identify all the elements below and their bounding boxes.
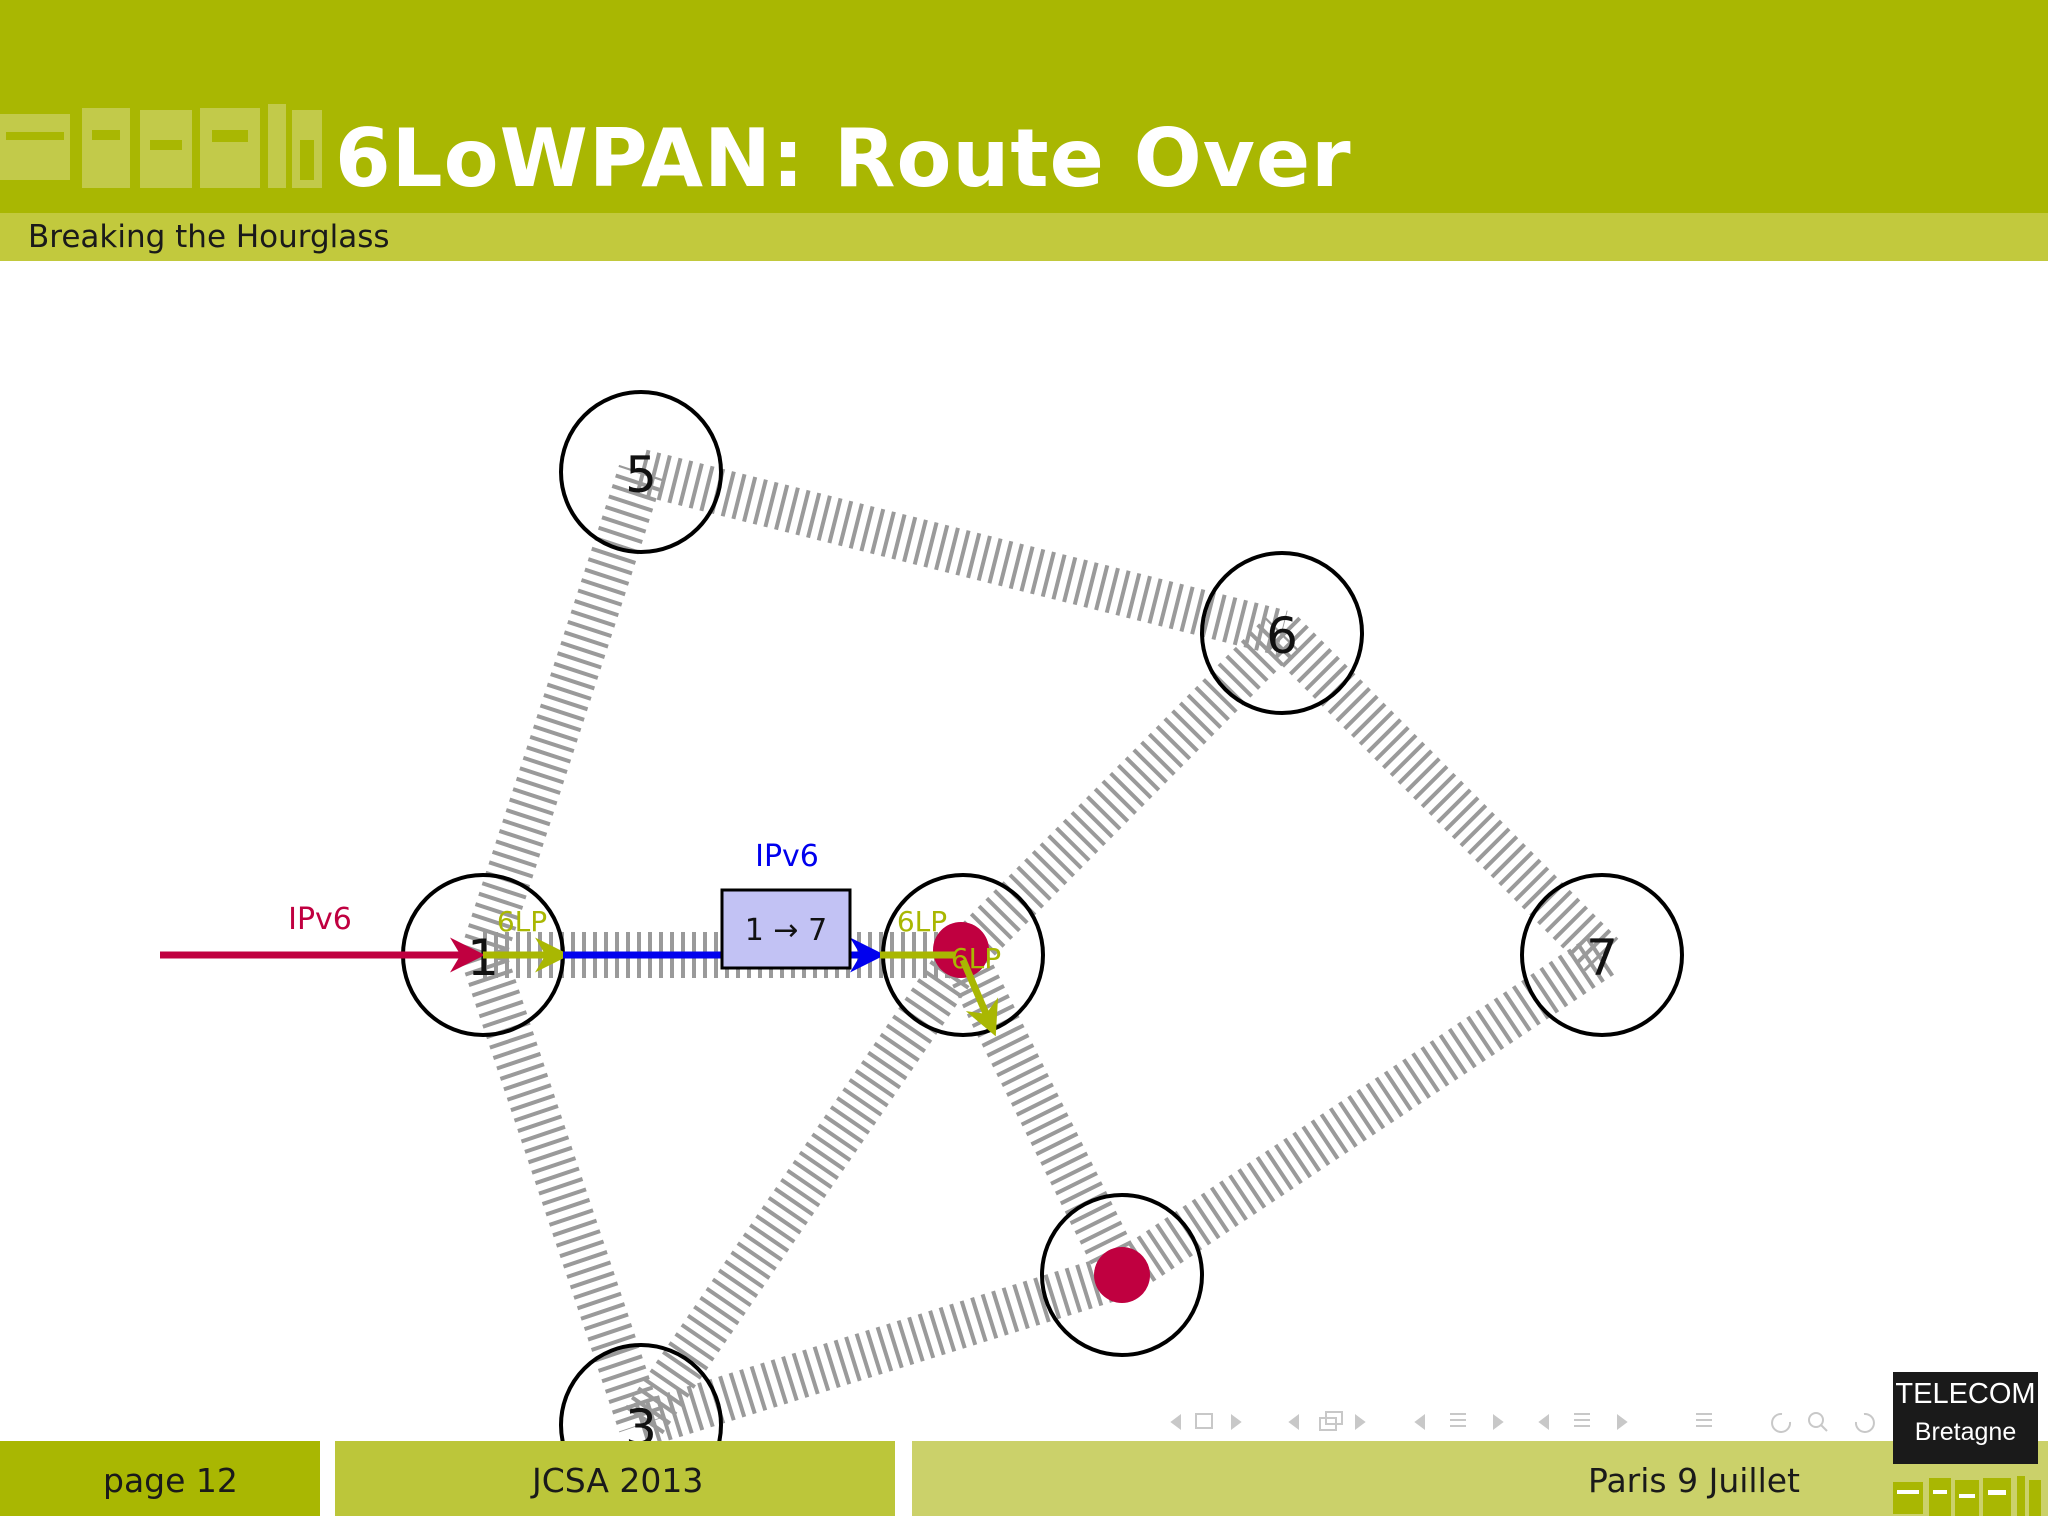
link-2-3 <box>622 942 982 1438</box>
institution-logo-watermark <box>0 104 322 188</box>
lp-arrow-node-2-out <box>959 958 999 1037</box>
node-label-5: 5 <box>625 446 657 504</box>
lp-label-node-1: 6LP <box>497 905 547 938</box>
telecom-bretagne-logo: TELECOM Bretagne <box>1893 1372 2038 1464</box>
node-7: 7 <box>1520 873 1684 1037</box>
nav-document-icon[interactable] <box>1538 1413 1628 1430</box>
location-date: Paris 9 Juillet <box>1588 1461 1800 1500</box>
network-diagram: 5 6 7 3 1 IPv6 6LP IPv6 1 → 7 6LP 6LP <box>160 390 1684 1441</box>
link-2-4 <box>942 944 1143 1286</box>
institution-logo-small <box>1893 1476 2041 1516</box>
nav-section-icon[interactable] <box>1414 1413 1504 1430</box>
link-6-7 <box>1265 616 1619 972</box>
logo-sub: Bretagne <box>1914 1418 2017 1446</box>
footer-conference-section: JCSA 2013 <box>335 1441 895 1516</box>
link-4-7 <box>1109 935 1615 1295</box>
ipv6-incoming-label: IPv6 <box>288 902 352 937</box>
link-1-3 <box>461 947 663 1433</box>
lp-label-node-2-out: 6LP <box>951 942 1001 975</box>
lp-label-node-2-in: 6LP <box>897 905 947 938</box>
node-label-7: 7 <box>1586 929 1618 987</box>
nav-search-icon[interactable] <box>1771 1412 1875 1433</box>
ipv6-routing-label: IPv6 <box>755 839 819 874</box>
nav-toc-icon[interactable] <box>1696 1413 1712 1427</box>
node-4 <box>1040 1193 1204 1357</box>
route-box <box>720 888 852 970</box>
slide-subtitle: Breaking the Hourglass <box>28 219 390 255</box>
page-number: page 12 <box>103 1461 238 1500</box>
packet-dot-node-4 <box>1094 1247 1150 1303</box>
footer-location-section: Paris 9 Juillet <box>912 1441 2048 1516</box>
node-5: 5 <box>559 390 723 554</box>
node-6: 6 <box>1200 551 1364 715</box>
nav-prev-frame-icon[interactable] <box>1170 1413 1242 1430</box>
link-1-5 <box>461 464 663 963</box>
logo-name: TELECOM <box>1895 1378 2036 1410</box>
slide-title: 6LoWPAN: Route Over <box>335 112 1352 205</box>
footer-page-section: page 12 <box>0 1441 320 1516</box>
subtitle-bar: Breaking the Hourglass <box>0 213 2048 261</box>
link-2-6 <box>946 616 1299 972</box>
route-box-label: 1 → 7 <box>745 913 827 948</box>
slide-navigation[interactable] <box>1160 1400 1890 1444</box>
node-label-3: 3 <box>625 1399 657 1441</box>
node-3: 3 <box>559 1343 723 1441</box>
link-3-4 <box>634 1253 1129 1441</box>
conference-name: JCSA 2013 <box>532 1461 704 1500</box>
title-bar: 6LoWPAN: Route Over <box>0 0 2048 213</box>
node-label-6: 6 <box>1266 607 1298 665</box>
nav-subsection-icon[interactable] <box>1288 1411 1366 1431</box>
link-5-6 <box>635 449 1288 656</box>
packet-dot-node-2 <box>933 922 989 978</box>
